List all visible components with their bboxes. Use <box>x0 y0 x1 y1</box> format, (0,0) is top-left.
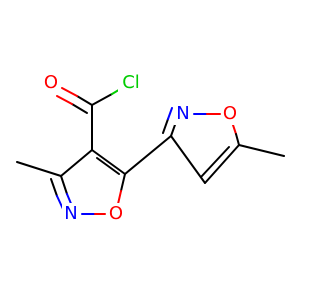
atom-o-left-label: O <box>109 203 123 224</box>
left-isoxazole-ring <box>50 149 126 215</box>
atom-left-oxygen: O <box>107 203 125 225</box>
bond-carbonyl-chlorine <box>91 87 123 106</box>
atom-right-nitrogen: N <box>174 103 192 125</box>
atom-o-carbonyl-label: O <box>44 72 58 93</box>
bond-ring-linker <box>124 135 172 175</box>
atom-o-right-label: O <box>223 103 237 124</box>
atom-n-right-label: N <box>176 103 189 124</box>
atom-left-nitrogen: N <box>62 203 80 225</box>
atom-n-left-label: N <box>64 203 77 224</box>
atom-carbonyl-oxygen: O <box>42 72 60 94</box>
molecule-diagram: Cl O N O N O <box>16 72 285 225</box>
atom-right-oxygen: O <box>221 103 239 125</box>
atom-cl-label: Cl <box>122 72 140 93</box>
bond-left-methyl <box>16 161 62 177</box>
molecule-canvas: Cl O N O N O <box>16 72 285 225</box>
bond-carbonyl-oxygen-double <box>56 87 93 114</box>
atom-chlorine: Cl <box>118 72 144 94</box>
bond-right-methyl <box>238 144 285 157</box>
